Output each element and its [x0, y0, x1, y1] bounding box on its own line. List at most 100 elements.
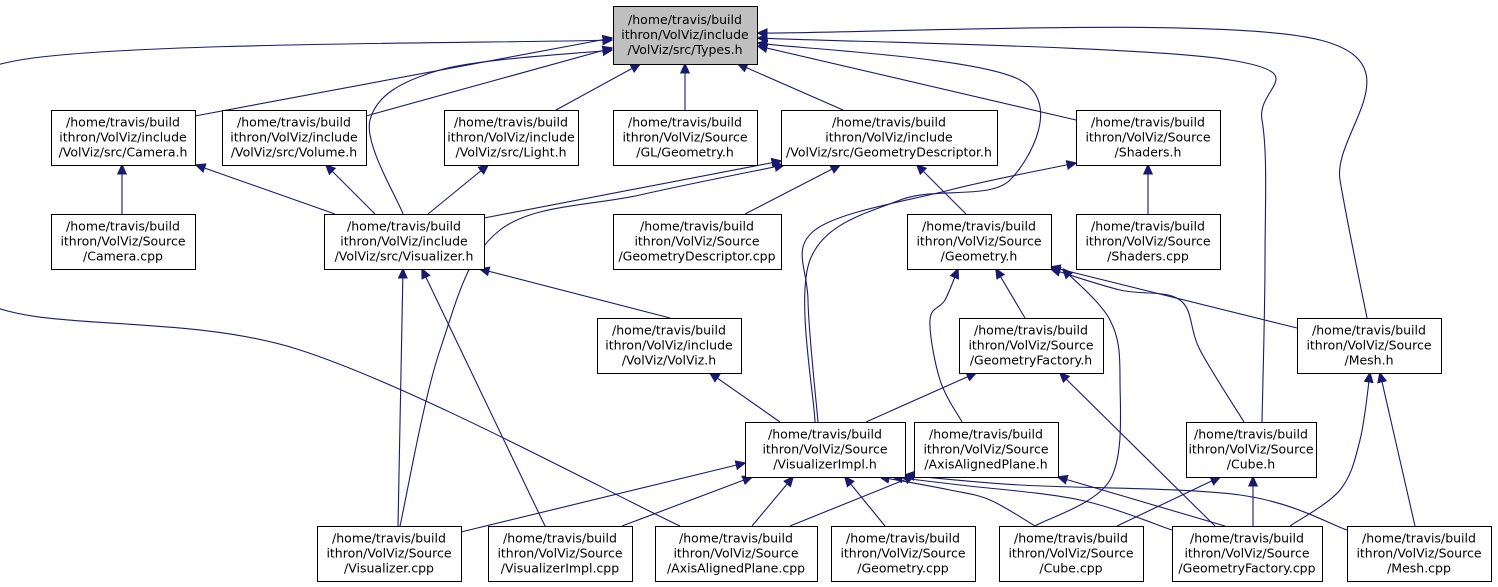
edge-mesh_h-to-types_h	[758, 26, 1368, 319]
node-label-line: /AxisAlignedPlane.h	[924, 457, 1047, 472]
edge-cube_h-to-geometry_h	[1051, 269, 1245, 423]
node-gl-geometry-h[interactable]: /home/travis/buildithron/VolViz/Source/G…	[613, 110, 758, 166]
node-geometryfactory-cpp[interactable]: /home/travis/buildithron/VolViz/Source/G…	[1172, 526, 1323, 582]
node-label-line: ithron/VolViz/Source	[326, 546, 451, 561]
node-label-line: /home/travis/build	[1014, 531, 1128, 546]
node-label-line: /home/travis/build	[768, 427, 882, 442]
node-box	[317, 526, 462, 582]
node-axisalignedplane-cpp[interactable]: /home/travis/buildithron/VolViz/Source/A…	[655, 526, 818, 582]
node-label-line: /VisualizerImpl.h	[773, 457, 877, 472]
node-geometrydescriptor-h[interactable]: /home/travis/buildithron/VolViz/include/…	[781, 110, 998, 166]
node-label-line: /Mesh.cpp	[1387, 561, 1451, 576]
node-label-line: /home/travis/build	[1362, 531, 1476, 546]
node-label-line: /home/travis/build	[1091, 219, 1205, 234]
edge-light_h-to-types_h	[555, 64, 640, 111]
node-label-line: ithron/VolViz/Source	[673, 546, 798, 561]
node-label-line: /home/travis/build	[612, 323, 726, 338]
node-layer: /home/travis/buildithron/VolViz/include/…	[51, 6, 1492, 582]
node-label-line: /Shaders.cpp	[1107, 249, 1189, 264]
node-label-line: /VolViz/src/Camera.h	[59, 145, 188, 160]
node-visualizer-cpp[interactable]: /home/travis/buildithron/VolViz/Source/V…	[317, 526, 462, 582]
node-volume-h[interactable]: /home/travis/buildithron/VolViz/include/…	[222, 110, 367, 166]
node-mesh-h[interactable]: /home/travis/buildithron/VolViz/Source/M…	[1297, 318, 1442, 374]
node-box	[999, 526, 1144, 582]
node-label-line: /home/travis/build	[503, 531, 617, 546]
node-label-line: /VolViz/src/Volume.h	[231, 145, 357, 160]
node-label-line: /home/travis/build	[1194, 427, 1308, 442]
edge-layer	[0, 26, 1416, 533]
node-cube-h[interactable]: /home/travis/buildithron/VolViz/Source/C…	[1186, 422, 1317, 478]
edge-visimpl_h-to-shaders_h	[801, 163, 1076, 423]
node-box	[831, 526, 976, 582]
node-label-line: ithron/VolViz/Source	[762, 442, 887, 457]
node-label-line: ithron/VolViz/Source	[1356, 546, 1481, 561]
node-visualizerimpl-cpp[interactable]: /home/travis/buildithron/VolViz/Source/V…	[488, 526, 633, 582]
node-label-line: /GeometryFactory.cpp	[1178, 561, 1315, 576]
node-box	[781, 110, 998, 166]
node-label-line: /home/travis/build	[832, 115, 946, 130]
node-box	[907, 214, 1052, 270]
node-label-line: /home/travis/build	[679, 531, 793, 546]
edge-geomfactory_cpp-to-aap_h	[1058, 477, 1226, 527]
edge-geometry_cpp-to-geometry_h	[1034, 269, 1122, 527]
node-label-line: ithron/VolViz/Source	[968, 338, 1093, 353]
node-label-line: /GeometryDescriptor.cpp	[618, 249, 775, 264]
node-label-line: /Visualizer.cpp	[344, 561, 434, 576]
node-box	[51, 110, 196, 166]
node-label-line: /VolViz/src/Types.h	[627, 42, 742, 57]
node-visualizer-h[interactable]: /home/travis/buildithron/VolViz/include/…	[324, 214, 485, 270]
node-volviz-h[interactable]: /home/travis/buildithron/VolViz/include/…	[597, 318, 742, 374]
node-light-h[interactable]: /home/travis/buildithron/VolViz/include/…	[444, 110, 579, 166]
edge-shaders_h-to-types_h	[758, 46, 1077, 121]
node-label-line: /home/travis/build	[1190, 531, 1304, 546]
node-label-line: ithron/VolViz/Source	[1085, 130, 1210, 145]
edge-visimpl_h-to-types_h	[758, 43, 1042, 423]
node-box	[488, 526, 633, 582]
edge-visualizer_h-to-camera_h	[196, 165, 336, 215]
node-box	[444, 110, 579, 166]
edge-geomdesc_cpp-to-geomdesc_h	[744, 165, 840, 215]
edge-geomfactory_h-to-geometry_h	[996, 269, 1026, 319]
edge-visualizer_h-to-light_h	[427, 165, 488, 215]
node-label-line: /Geometry.h	[941, 249, 1018, 264]
edge-volviz_h-to-visualizer_h	[480, 269, 671, 319]
node-box	[1347, 526, 1492, 582]
node-label-line: /home/travis/build	[974, 323, 1088, 338]
node-geometryfactory-h[interactable]: /home/travis/buildithron/VolViz/Source/G…	[959, 318, 1104, 374]
edge-visimpl_h-to-geomfactory_h	[865, 373, 976, 423]
edge-aap_cpp-to-types_h	[0, 40, 681, 527]
node-camera-h[interactable]: /home/travis/buildithron/VolViz/include/…	[51, 110, 196, 166]
node-axisalignedplane-h[interactable]: /home/travis/buildithron/VolViz/Source/A…	[914, 422, 1059, 478]
node-shaders-h[interactable]: /home/travis/buildithron/VolViz/Source/S…	[1076, 110, 1221, 166]
node-camera-cpp[interactable]: /home/travis/buildithron/VolViz/Source/C…	[51, 214, 196, 270]
edge-camera_h-to-types_h	[194, 38, 612, 117]
node-box	[324, 214, 485, 270]
node-label-line: /VolViz/VolViz.h	[622, 353, 716, 368]
node-geometry-cpp[interactable]: /home/travis/buildithron/VolViz/Source/G…	[831, 526, 976, 582]
node-box	[1297, 318, 1442, 374]
edge-aap_cpp-to-visimpl_h	[751, 477, 793, 527]
node-box	[1186, 422, 1317, 478]
node-box	[655, 526, 818, 582]
node-label-line: /home/travis/build	[640, 219, 754, 234]
node-label-line: ithron/VolViz/Source	[497, 546, 622, 561]
node-geometrydescriptor-cpp[interactable]: /home/travis/buildithron/VolViz/Source/G…	[613, 214, 782, 270]
node-label-line: /GeometryFactory.h	[970, 353, 1092, 368]
node-geometry-h[interactable]: /home/travis/buildithron/VolViz/Source/G…	[907, 214, 1052, 270]
node-label-line: ithron/VolViz/Source	[1008, 546, 1133, 561]
node-label-line: /home/travis/build	[929, 427, 1043, 442]
node-label-line: /home/travis/build	[347, 219, 461, 234]
node-label-line: ithron/VolViz/include	[340, 234, 468, 249]
node-types-h[interactable]: /home/travis/buildithron/VolViz/include/…	[613, 6, 758, 65]
edge-visualizer_cpp-to-visimpl_h	[460, 463, 745, 533]
node-label-line: ithron/VolViz/Source	[622, 130, 747, 145]
node-label-line: ithron/VolViz/include	[230, 130, 358, 145]
edge-visimpl_cpp-to-visualizer_h	[422, 269, 546, 527]
node-shaders-cpp[interactable]: /home/travis/buildithron/VolViz/Source/S…	[1076, 214, 1221, 270]
node-label-line: /VolViz/src/GeometryDescriptor.h	[786, 145, 992, 160]
node-cube-cpp[interactable]: /home/travis/buildithron/VolViz/Source/C…	[999, 526, 1144, 582]
node-mesh-cpp[interactable]: /home/travis/buildithron/VolViz/Source/M…	[1347, 526, 1492, 582]
node-label-line: ithron/VolViz/Source	[840, 546, 965, 561]
node-visualizerimpl-h[interactable]: /home/travis/buildithron/VolViz/Source/V…	[745, 422, 906, 478]
